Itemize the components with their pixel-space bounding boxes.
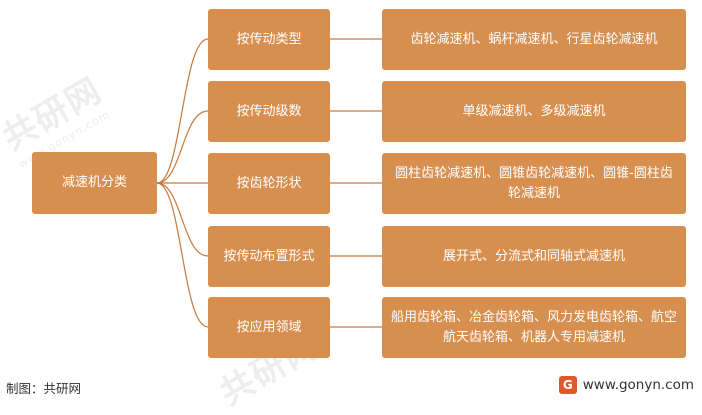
footer-website: G www.gonyn.com xyxy=(558,376,694,394)
connector-root-to-cat-2 xyxy=(156,110,209,184)
root-node: 减速机分类 xyxy=(32,152,157,214)
detail-node-transmission-stages: 单级减速机、多级减速机 xyxy=(382,81,686,142)
detail-node-layout-form: 展开式、分流式和同轴式减速机 xyxy=(382,226,686,287)
detail-node-transmission-type: 齿轮减速机、蜗杆减速机、行星齿轮减速机 xyxy=(382,9,686,70)
category-node-transmission-type: 按传动类型 xyxy=(208,9,330,70)
connector-root-to-cat-4 xyxy=(156,182,209,257)
connector-root-to-cat-5 xyxy=(156,182,209,328)
category-node-layout-form: 按传动布置形式 xyxy=(208,226,330,287)
detail-node-gear-shape: 圆柱齿轮减速机、圆锥齿轮减速机、圆锥-圆柱齿轮减速机 xyxy=(382,153,686,214)
website-url: www.gonyn.com xyxy=(582,377,694,393)
detail-node-application-field: 船用齿轮箱、冶金齿轮箱、风力发电齿轮箱、航空航天齿轮箱、机器人专用减速机 xyxy=(382,297,686,358)
gonyn-logo-icon: G xyxy=(558,376,577,394)
category-node-gear-shape: 按齿轮形状 xyxy=(208,153,330,214)
connector-lines xyxy=(156,38,382,328)
source-credit: 制图：共研网 xyxy=(6,381,82,396)
connector-root-to-cat-1 xyxy=(156,38,209,184)
category-node-transmission-stages: 按传动级数 xyxy=(208,81,330,142)
category-node-application-field: 按应用领域 xyxy=(208,297,330,358)
